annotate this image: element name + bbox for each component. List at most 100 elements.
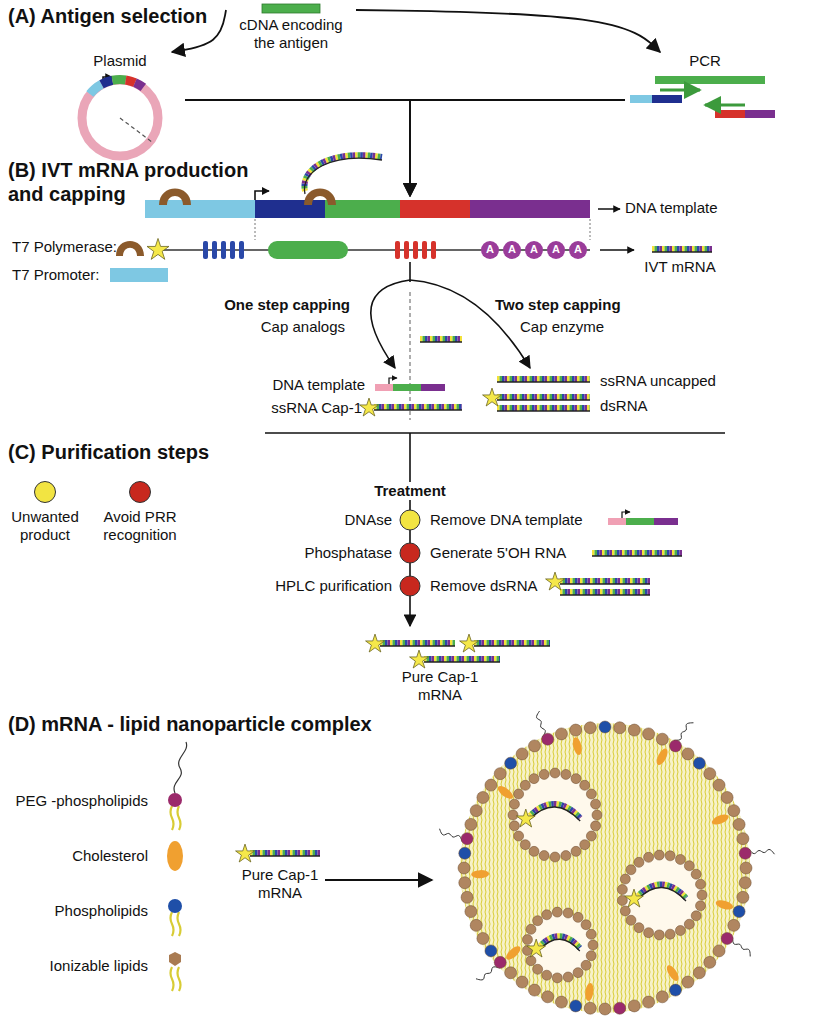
ivt-mrna	[268, 241, 348, 259]
plasmid-insert	[99, 76, 113, 88]
cdna-bar	[262, 4, 320, 13]
ivt-mrna	[431, 241, 436, 259]
capping-arrows	[409, 292, 410, 420]
lipid-nanoparticle	[617, 885, 627, 895]
product-label: IVT mRNA	[644, 258, 715, 276]
node-label: DNA template	[625, 199, 718, 217]
lipid-nanoparticle	[508, 810, 518, 820]
lipid-nanoparticle	[696, 879, 706, 889]
mrna-strand	[420, 341, 462, 342]
lipid-nanoparticle	[739, 877, 751, 889]
lipid-nanoparticle	[563, 972, 573, 982]
mrna-strand	[374, 404, 462, 410]
lipid-nanoparticle	[715, 898, 735, 911]
mrna-strand	[652, 251, 712, 252]
lipid-nanoparticle	[529, 740, 541, 752]
mrna-strand	[638, 884, 686, 898]
lipid-nanoparticle	[573, 912, 583, 922]
product-label: Pure Cap-1 mRNA	[394, 668, 486, 704]
peg-phospholipid-icon	[171, 806, 181, 830]
pcr-figure	[652, 95, 682, 103]
mrna-strand	[497, 394, 590, 400]
lipid-nanoparticle	[555, 996, 567, 1008]
ionizable-lipid-icon	[171, 967, 181, 991]
mrna-strand	[638, 884, 686, 898]
legend-label: Cholesterol	[72, 847, 148, 865]
ivt-mrna	[547, 241, 565, 259]
lipid-nanoparticle	[588, 940, 598, 950]
lipid-nanoparticle	[713, 779, 725, 791]
lipid-nanoparticle	[580, 840, 590, 850]
lipid-nanoparticle	[505, 757, 517, 769]
mrna-strand	[540, 936, 580, 948]
mrna-strand	[592, 555, 682, 556]
node-label: Plasmid	[93, 52, 146, 70]
treatment-label: DNAse	[344, 511, 392, 529]
legend-label: T7 Promoter:	[12, 266, 100, 284]
lnp-arrow	[325, 880, 432, 881]
dna-template-bar	[590, 219, 591, 240]
mrna-strand	[374, 404, 462, 410]
purification-line	[400, 576, 420, 596]
mrna-strand	[530, 804, 580, 818]
purification-line	[400, 543, 420, 563]
mrna-strand	[638, 884, 686, 898]
lipid-nanoparticle	[542, 910, 552, 920]
method-heading: Two step capping	[495, 296, 621, 314]
lipid-nanoparticle	[696, 901, 706, 911]
dna-template-bar	[470, 200, 590, 218]
section-heading: (A) Antigen selection	[8, 4, 207, 28]
lipid-nanoparticle	[529, 846, 539, 856]
mrna-strand	[560, 592, 650, 595]
lipid-nanoparticle	[682, 748, 694, 760]
lipid-nanoparticle	[458, 862, 470, 874]
plasmid-ring	[120, 118, 152, 142]
lipid-nanoparticle	[643, 996, 655, 1008]
lipid-nanoparticle	[592, 810, 602, 820]
poly-a-letter: A	[574, 243, 582, 256]
lipid-nanoparticle	[599, 721, 611, 733]
mrna-strand	[592, 550, 682, 556]
lipid-nanoparticle	[684, 919, 694, 929]
lipid-nanoparticle	[470, 919, 482, 931]
mrna-strand	[540, 936, 580, 948]
dna-template: DNA template	[140, 196, 760, 222]
treatment-label: HPLC purification	[275, 577, 392, 595]
lipid-nanoparticle	[626, 915, 636, 925]
lipid-nanoparticle	[573, 968, 583, 978]
dna-template-bar	[400, 200, 470, 218]
mrna-strand	[530, 804, 580, 818]
ivt-mrna	[422, 241, 427, 259]
lipid-nanoparticle	[614, 1002, 626, 1014]
lipid-nanoparticle	[465, 818, 477, 830]
lipid-nanoparticle	[526, 956, 536, 966]
mrna-strand	[474, 645, 550, 646]
lipid-nanoparticle	[496, 784, 515, 801]
ivt-mrna	[221, 241, 226, 259]
purification-line	[265, 433, 725, 626]
section-heading: (C) Purification steps	[8, 440, 209, 464]
mrna-strand	[560, 578, 650, 584]
ivt-mrna	[395, 241, 400, 259]
mrna-strand	[424, 661, 500, 662]
method-label: Cap analogs	[261, 318, 345, 336]
mrna-strand	[497, 376, 590, 382]
mrna-strand	[638, 884, 686, 898]
plasmid-insert	[111, 75, 126, 85]
ivt-mrna	[230, 241, 235, 259]
lipid-nanoparticle	[665, 929, 675, 939]
lipid-nanoparticle	[693, 757, 705, 769]
lipid-nanoparticle	[571, 774, 581, 784]
peg-phospholipid-icon	[168, 793, 182, 807]
template-icon	[654, 518, 678, 525]
mrna-strand	[652, 246, 712, 252]
pcr-figure	[630, 95, 652, 103]
method-label: Cap enzyme	[520, 318, 604, 336]
lipid-nanoparticle	[520, 780, 530, 790]
product-label: Pure Cap-1 mRNA	[234, 866, 326, 902]
lipid-nanoparticle	[516, 976, 528, 988]
lipid-nanoparticle	[584, 722, 596, 734]
template-icon	[393, 384, 421, 391]
mrna-strand	[250, 850, 320, 856]
lipid-nanoparticle	[656, 733, 668, 745]
